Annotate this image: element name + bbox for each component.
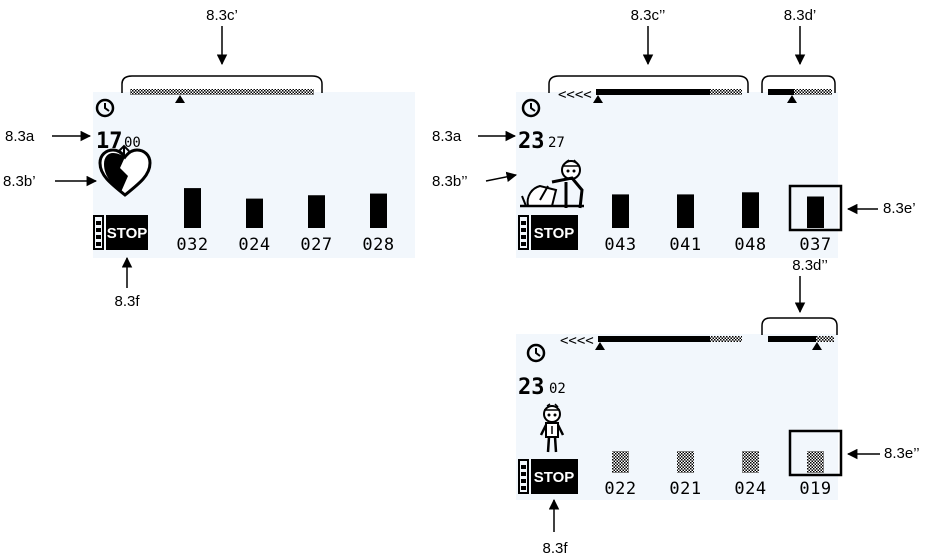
panel-2-timeline-filled	[596, 89, 710, 95]
battery-icon	[93, 215, 104, 250]
panel-3: <<<< 23 02	[516, 317, 843, 500]
panel-3-sub-timeline-remaining	[816, 336, 834, 342]
panel-2-bars: 043 041 048 037	[604, 184, 843, 255]
bar-value-label: 048	[734, 235, 766, 255]
panel-2-sub-timeline-remaining	[794, 89, 832, 95]
bar-value-label: 043	[604, 235, 636, 255]
label-8-3b1: 8.3b’	[3, 173, 36, 190]
bar	[246, 198, 263, 228]
panel-3-sub-timeline-filled	[768, 336, 816, 342]
bar-value-label: 019	[799, 479, 831, 499]
label-8-3d2: 8.3d’’	[792, 257, 828, 274]
panel-3-timeline-remaining	[710, 336, 742, 342]
panel-2-bracket-c	[548, 75, 749, 93]
clock-icon	[95, 98, 115, 118]
panel-3-sub-timeline-marker	[812, 342, 822, 350]
panel-2-bracket-d	[761, 75, 836, 93]
bar-value-label: 024	[734, 479, 766, 499]
stop-label: STOP	[534, 469, 575, 486]
label-8-3b2: 8.3b’’	[432, 173, 468, 190]
broken-heart-icon	[98, 144, 152, 197]
stop-label: STOP	[107, 225, 148, 242]
bar-value-label: 037	[799, 235, 831, 255]
panel-1-bars: 032 024 027 028	[176, 188, 394, 255]
panel-3-bars: 022 021 024 019	[604, 429, 843, 499]
label-8-3f-left: 8.3f	[114, 293, 140, 310]
bar	[677, 451, 694, 473]
bar	[184, 188, 201, 228]
panel-3-rewind-icon: <<<<	[560, 333, 594, 349]
bar-value-label: 022	[604, 479, 636, 499]
clock-icon	[521, 98, 541, 118]
stop-button[interactable]: STOP	[531, 459, 578, 494]
bar	[742, 451, 759, 473]
stop-label: STOP	[534, 225, 575, 242]
panel-2-rewind-icon: <<<<	[558, 87, 592, 103]
battery-icon	[518, 459, 529, 494]
label-8-3a-left: 8.3a	[5, 128, 35, 145]
bar-value-label: 024	[238, 235, 270, 255]
bar-value-label: 021	[669, 479, 701, 499]
battery-icon	[518, 215, 529, 250]
standing-child-icon	[539, 403, 565, 453]
panel-3-timeline-marker	[595, 342, 605, 350]
bar-value-label: 041	[669, 235, 701, 255]
bar	[370, 193, 387, 228]
bar	[742, 192, 759, 228]
label-8-3e1: 8.3e’	[883, 200, 916, 217]
panel-3-timeline-filled	[598, 336, 710, 342]
label-8-3c2: 8.3c’’	[631, 7, 666, 24]
panel-2: <<<< 23 27	[516, 75, 843, 258]
clock-icon	[526, 343, 546, 363]
label-8-3a-right: 8.3a	[432, 128, 462, 145]
bar	[807, 451, 824, 473]
panel-2-sub-timeline-filled	[768, 89, 794, 95]
panel-2-timeline-remaining	[710, 89, 742, 95]
arrow-8-3b2	[485, 171, 518, 183]
selected-bar-highlight[interactable]	[788, 184, 843, 232]
bar	[308, 195, 325, 228]
label-8-3f-right: 8.3f	[542, 540, 568, 557]
panel-3-bracket-d	[761, 317, 838, 335]
panel-1-time-minutes: 00	[124, 135, 141, 151]
stop-button[interactable]: STOP	[106, 215, 148, 250]
bar-value-label: 027	[300, 235, 332, 255]
panel-1-timeline-bar	[130, 89, 314, 95]
panel-1-timeline-marker	[175, 95, 185, 103]
panel-3-time-hours: 23	[518, 375, 545, 400]
panel-3-time-minutes: 02	[549, 381, 566, 397]
panel-2-time-minutes: 27	[548, 135, 565, 151]
bar	[612, 194, 629, 228]
panel-2-time-hours: 23	[518, 129, 545, 154]
bar-value-label: 032	[176, 235, 208, 255]
stop-button[interactable]: STOP	[531, 215, 578, 250]
selected-bar-highlight[interactable]	[788, 429, 843, 477]
panel-2-sub-timeline-marker	[787, 95, 797, 103]
bar	[807, 196, 824, 228]
label-8-3d1: 8.3d’	[784, 7, 817, 24]
label-8-3e2: 8.3e’’	[884, 445, 920, 462]
panel-1-bracket	[121, 75, 323, 93]
panel-2-timeline-marker	[593, 95, 603, 103]
bar	[677, 194, 694, 228]
label-8-3c1: 8.3c’	[206, 7, 238, 24]
bar-value-label: 028	[362, 235, 394, 255]
crawling-baby-icon	[520, 159, 584, 209]
bar	[612, 451, 629, 473]
